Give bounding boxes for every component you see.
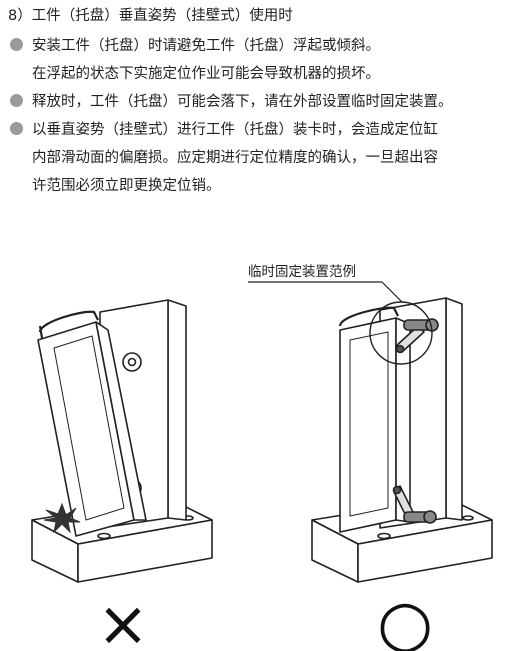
bullet-dot xyxy=(10,122,23,135)
bullet-3: 以垂直姿势（挂壁式）进行工件（托盘）装卡时，会造成定位缸 xyxy=(10,119,438,141)
right-handle xyxy=(338,306,399,327)
right-callout-circle xyxy=(369,301,433,365)
right-base-bolt-hole xyxy=(462,515,474,521)
left-workpiece-inner-panel xyxy=(53,335,125,521)
bullet-2: 释放时，工件（托盘）可能会落下，请在外部设置临时固定装置。 xyxy=(10,91,453,113)
wrong-mark: × xyxy=(97,587,149,651)
right-wall-plate-side xyxy=(445,297,463,521)
bullet-dot xyxy=(10,94,23,107)
right-upper-clamp-pivot xyxy=(395,344,405,354)
bullet-1: 安装工件（托盘）时请避免工件（托盘）浮起或倾斜。 xyxy=(10,35,380,57)
correct-mark: ○ xyxy=(377,587,433,651)
bullet-2-line-1: 释放时，工件（托盘）可能会落下，请在外部设置临时固定装置。 xyxy=(32,94,453,110)
left-base-bolt-hole xyxy=(97,532,111,540)
bullet-3-continuation-1: 内部滑动面的偏磨损。应定期进行定位精度的确认，一旦超出容 xyxy=(32,150,438,166)
bullet-3-line-1: 以垂直姿势（挂壁式）进行工件（托盘）装卡时，会造成定位缸 xyxy=(32,122,438,138)
right-base-side xyxy=(357,519,493,583)
heading: 8）工件（托盘）垂直姿势（挂壁式）使用时 xyxy=(8,8,293,24)
right-illustration-correct xyxy=(311,297,493,583)
callout-leader xyxy=(381,281,403,303)
left-impact-spark-icon xyxy=(43,502,81,534)
bullet-3-continuation-2: 许范围必须立即更换定位销。 xyxy=(32,178,221,194)
right-lower-clamp-knob xyxy=(423,510,437,524)
right-base-bolt-hole xyxy=(377,532,391,540)
right-lower-clamp-pivot xyxy=(392,485,402,495)
left-base-side xyxy=(77,519,213,583)
bullet-1-line-1: 安装工件（托盘）时请避免工件（托盘）浮起或倾斜。 xyxy=(32,38,380,54)
left-locating-boss-center xyxy=(127,357,137,367)
left-illustration-incorrect xyxy=(31,299,213,583)
bullet-1-continuation: 在浮起的状态下实施定位作业可能会导致机器的损坏。 xyxy=(32,66,380,82)
left-workpiece-edge xyxy=(95,321,147,521)
right-workpiece-inner-panel xyxy=(349,331,389,517)
bullet-dot xyxy=(10,38,23,51)
callout-label: 临时固定装置范例 xyxy=(248,264,356,280)
left-handle-bar xyxy=(38,325,44,339)
left-wall-plate-side xyxy=(167,299,187,521)
